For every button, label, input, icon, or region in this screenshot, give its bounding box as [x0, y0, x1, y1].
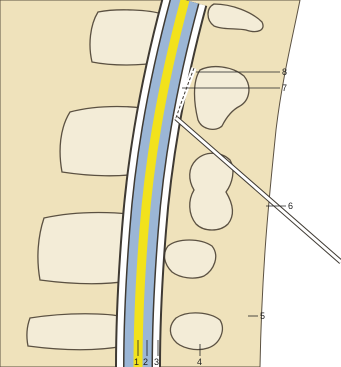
process-5 [170, 313, 222, 350]
process-4 [165, 240, 216, 278]
label-3: 3 [154, 357, 159, 367]
label-4: 4 [197, 357, 202, 367]
label-2: 2 [143, 357, 148, 367]
label-1: 1 [134, 357, 139, 367]
label-6: 6 [288, 201, 293, 211]
vertebral-body-4 [27, 314, 124, 350]
label-8: 8 [282, 67, 287, 77]
label-7: 7 [282, 83, 287, 93]
label-5: 5 [260, 311, 265, 321]
